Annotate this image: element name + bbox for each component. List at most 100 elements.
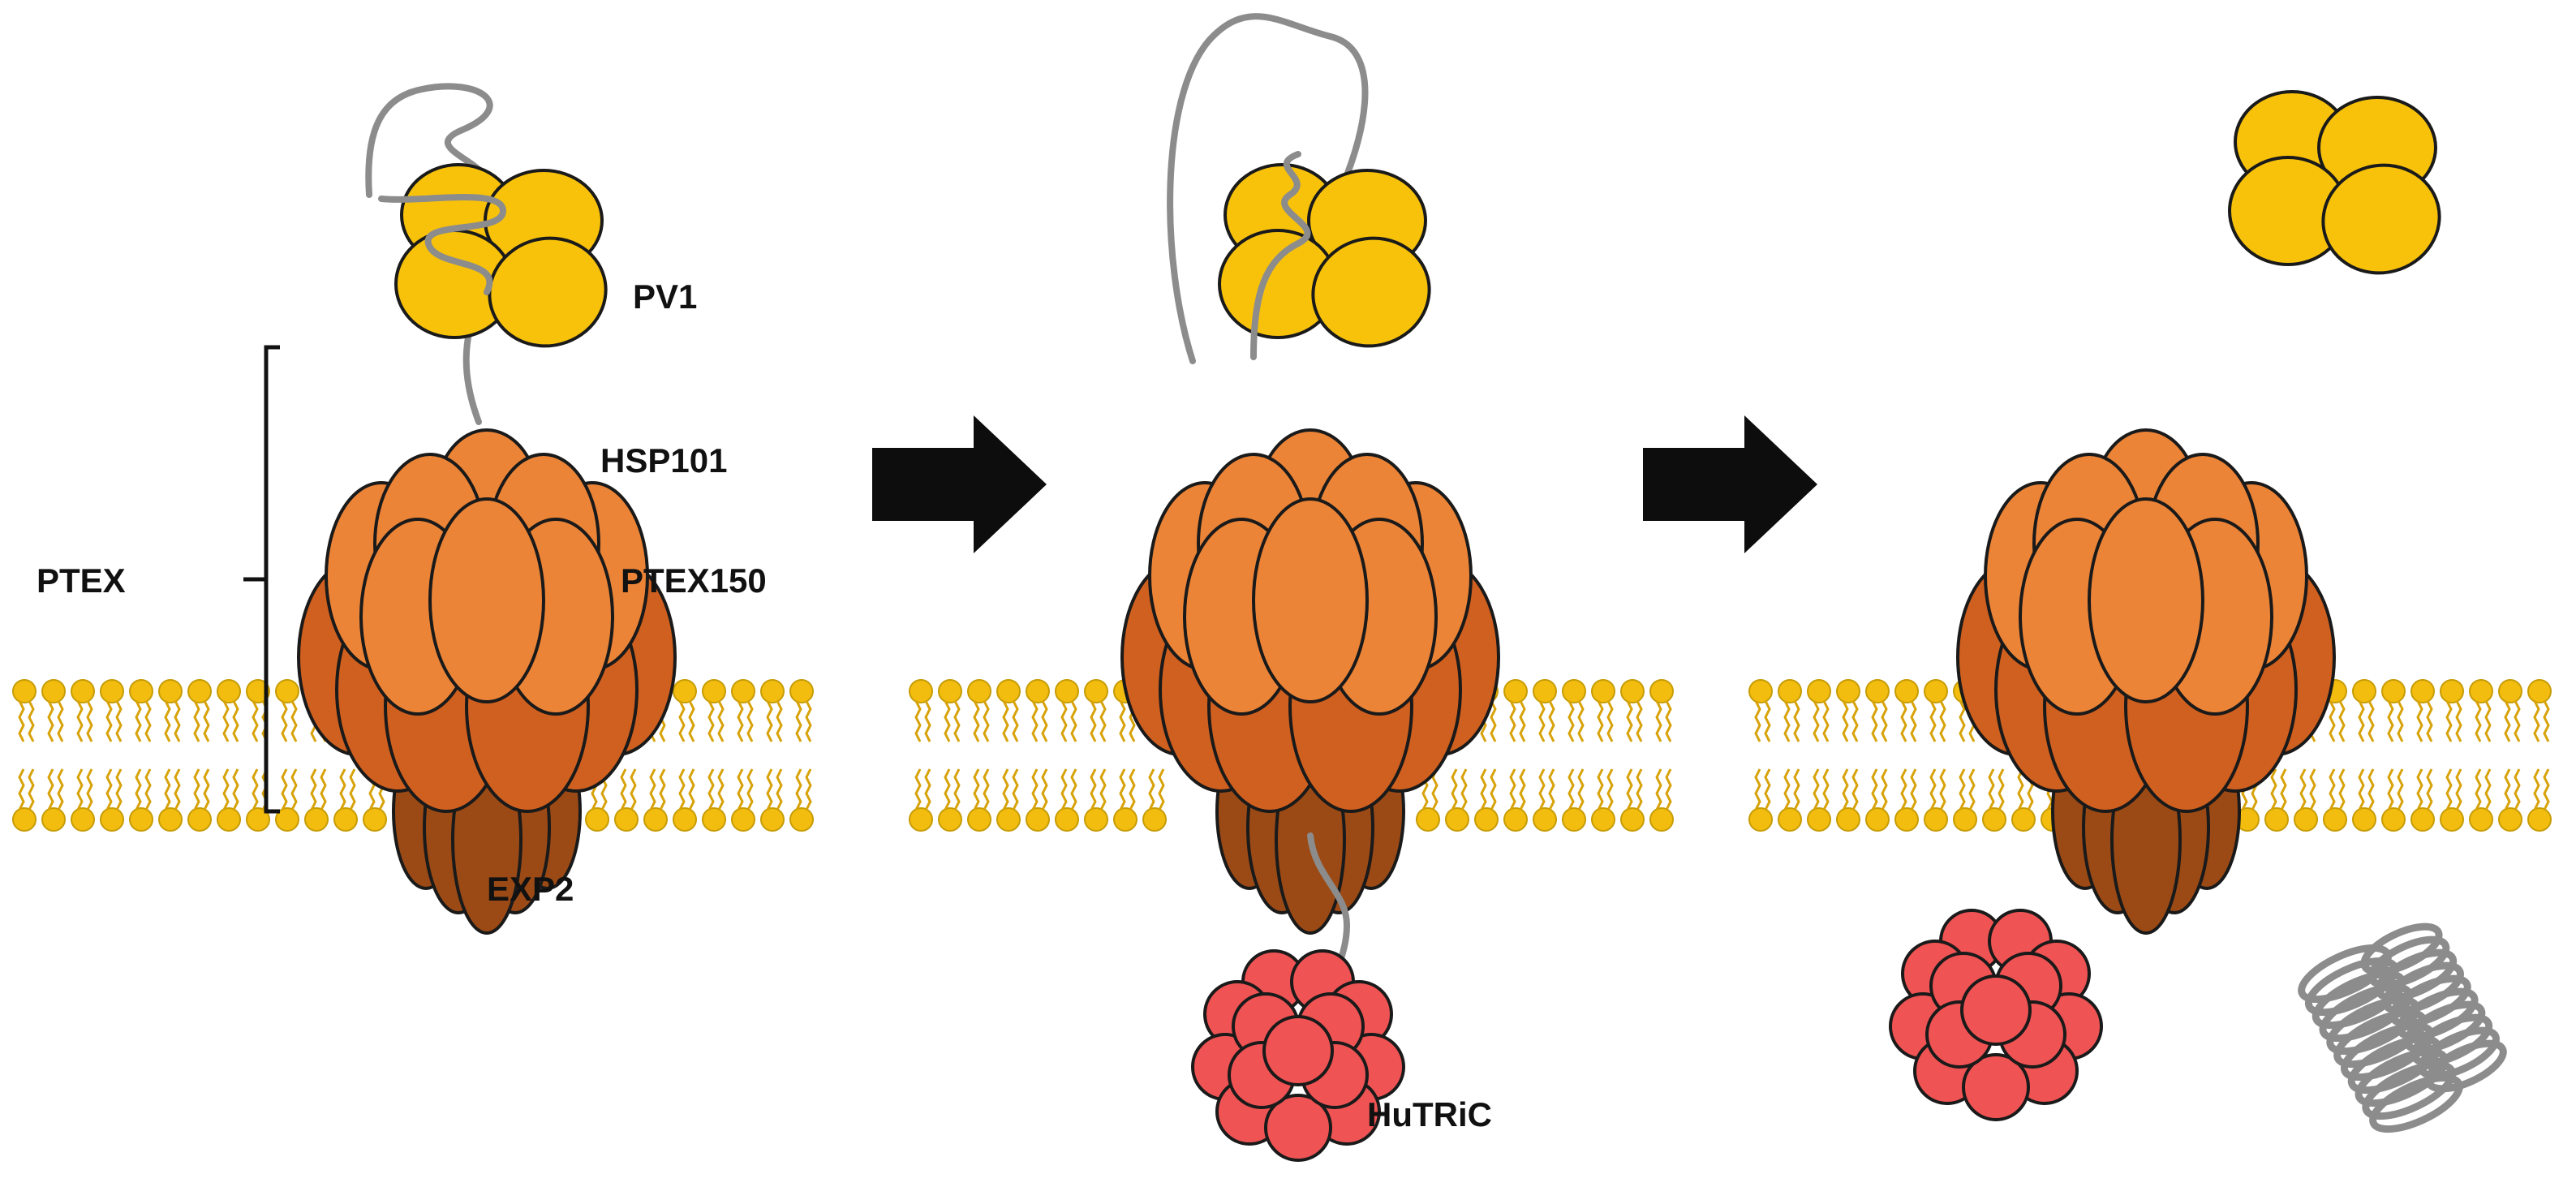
step-arrow-2 (1643, 415, 1817, 553)
lipid-molecule (908, 768, 934, 832)
lipid-molecule (2380, 678, 2406, 743)
lipid-molecule (1083, 768, 1109, 832)
lipid-molecule (2527, 768, 2552, 832)
coil-loop (2417, 1026, 2500, 1080)
lipid-molecule (1561, 678, 1587, 743)
ptex-complex-panel-1 (297, 428, 677, 935)
lipid-molecule (2322, 768, 2348, 832)
lipid-molecule (1864, 678, 1890, 743)
label-ptex: PTEX (37, 561, 126, 600)
lipid-molecule (1777, 768, 1803, 832)
lipid-molecule (1952, 768, 1978, 832)
lipid-molecule (2410, 678, 2436, 743)
lipid-molecule (672, 768, 698, 832)
lipid-molecule (1532, 768, 1558, 832)
lipid-molecule (333, 768, 359, 832)
lipid-molecule (2497, 678, 2523, 743)
lipid-molecule (1532, 678, 1558, 743)
ptex-complex-panel-3 (1956, 428, 2336, 935)
lipid-molecule (1083, 678, 1109, 743)
lipid-molecule (1503, 768, 1529, 832)
lipid-molecule (1835, 768, 1861, 832)
coil-loop (2424, 1039, 2507, 1093)
lipid-molecule (966, 678, 992, 743)
label-hsp101: HSP101 (600, 441, 727, 480)
lipid-molecule (759, 678, 785, 743)
lipid-molecule (730, 768, 756, 832)
lipid-molecule (2527, 678, 2552, 743)
lipid-molecule (966, 768, 992, 832)
lipid-molecule (789, 768, 815, 832)
lipid-molecule (759, 768, 785, 832)
lipid-molecule (1142, 768, 1168, 832)
lipid-molecule (937, 678, 963, 743)
lipid-molecule (128, 678, 154, 743)
unfolded-cargo-coil-panel-3 (2298, 923, 2507, 1133)
cargo-thread-top-panel-1 (378, 194, 507, 295)
lipid-molecule (672, 678, 698, 743)
lipid-molecule (216, 768, 242, 832)
lipid-molecule (1025, 768, 1051, 832)
lipid-molecule (2468, 678, 2494, 743)
lipid-molecule (1981, 768, 2007, 832)
lipid-molecule (1923, 768, 1949, 832)
panel-3 (1889, 90, 2507, 1133)
lipid-molecule (1561, 768, 1587, 832)
lipid-molecule (70, 768, 96, 832)
lipid-molecule (1923, 678, 1949, 743)
lipid-molecule (1864, 768, 1890, 832)
lipid-molecule (1894, 768, 1920, 832)
lipid-molecule (613, 768, 639, 832)
lipid-molecule (996, 678, 1021, 743)
lipid-molecule (1112, 768, 1138, 832)
lipid-molecule (2468, 768, 2494, 832)
lipid-molecule (937, 768, 963, 832)
lipid-molecule (643, 768, 669, 832)
lipid-molecule (996, 768, 1021, 832)
lipid-molecule (274, 678, 300, 743)
panel-2 (1120, 13, 1500, 1162)
label-hutric: HuTRiC (1367, 1095, 1492, 1133)
lipid-molecule (274, 768, 300, 832)
lipid-molecule (11, 678, 37, 743)
lipid-molecule (1473, 768, 1499, 832)
panel-1 (243, 83, 677, 935)
lipid-molecule (1649, 678, 1675, 743)
lipid-molecule (1025, 678, 1051, 743)
label-exp2: EXP2 (487, 870, 574, 908)
lipid-molecule (2264, 768, 2290, 832)
lipid-molecule (2293, 768, 2319, 832)
lipid-molecule (2380, 768, 2406, 832)
cargo-thread-long-panel-2 (1167, 13, 1369, 364)
cargo-thread-inner-panel-2 (1250, 151, 1311, 360)
lipid-molecule (303, 768, 329, 832)
label-pv1: PV1 (633, 277, 697, 316)
pv1-released-panel-3 (2228, 90, 2453, 288)
lipid-molecule (1748, 678, 1774, 743)
lipid-molecule (41, 768, 67, 832)
lipid-molecule (1649, 768, 1675, 832)
lipid-molecule (701, 678, 727, 743)
lipid-molecule (128, 768, 154, 832)
lipid-molecule (1806, 768, 1832, 832)
lipid-molecule (1777, 678, 1803, 743)
hutric-released-panel-3 (1889, 909, 2103, 1121)
lipid-molecule (157, 678, 183, 743)
lipid-molecule (11, 768, 37, 832)
pv1-complex-panel-1 (394, 163, 620, 361)
step-arrow-1 (872, 415, 1047, 553)
lipid-molecule (187, 768, 213, 832)
lipid-molecule (789, 678, 815, 743)
lipid-molecule (70, 678, 96, 743)
lipid-molecule (2497, 768, 2523, 832)
lipid-molecule (1590, 678, 1616, 743)
lipid-molecule (216, 678, 242, 743)
lipid-molecule (1748, 768, 1774, 832)
lipid-molecule (1619, 678, 1645, 743)
lipid-molecule (99, 768, 125, 832)
lipid-molecule (1054, 768, 1080, 832)
lipid-molecule (730, 678, 756, 743)
ptex-complex-panel-2 (1120, 428, 1500, 935)
